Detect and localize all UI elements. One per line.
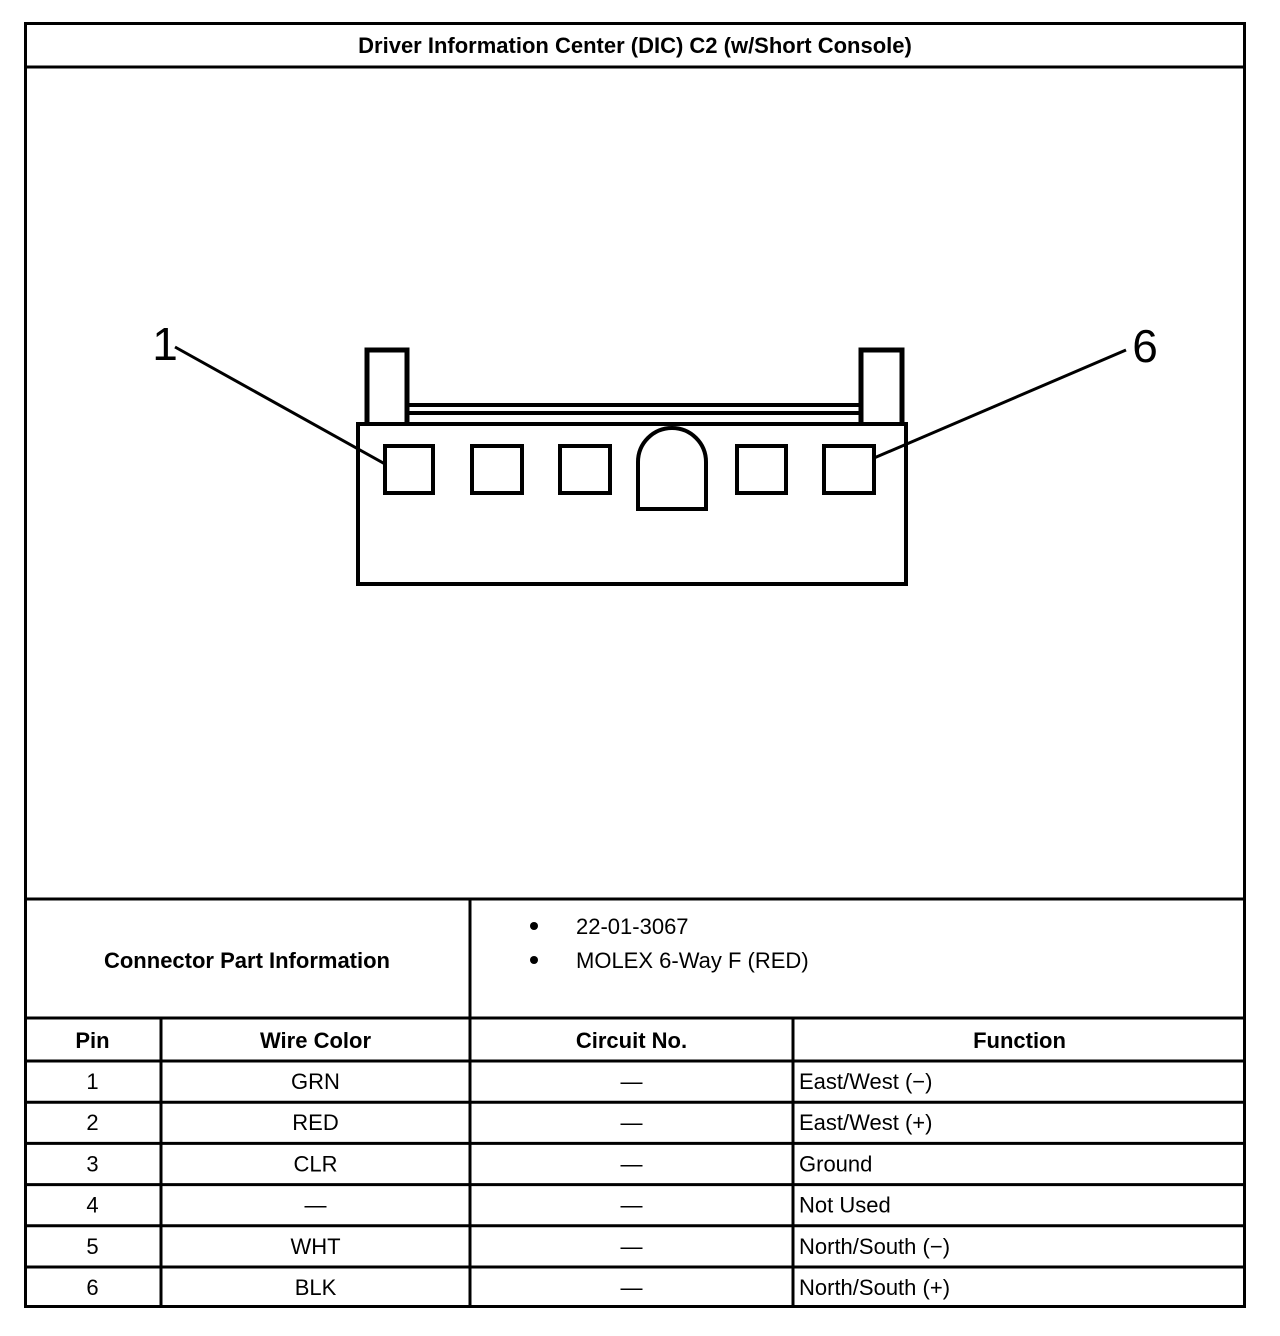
table-cell: East/West (−) (799, 1069, 932, 1094)
part-info-bullet-2 (530, 956, 538, 964)
connector-body (356, 422, 908, 586)
connector-sheet-svg: Driver Information Center (DIC) C2 (w/Sh… (24, 22, 1246, 1308)
table-cell: North/South (+) (799, 1275, 950, 1300)
table-cell: North/South (−) (799, 1234, 950, 1259)
table-cell: 4 (86, 1193, 98, 1218)
table-cell: — (621, 1234, 643, 1259)
part-info-item-2: MOLEX 6-Way F (RED) (576, 948, 809, 973)
table-cell: 5 (86, 1234, 98, 1259)
cavity-5 (735, 444, 788, 495)
cavity-6 (822, 444, 876, 495)
table-cell: — (621, 1069, 643, 1094)
connector-drawing: 1 6 (152, 318, 1158, 586)
table-cell: — (621, 1110, 643, 1135)
table-header-cell: Function (973, 1028, 1066, 1053)
table-cell: — (621, 1151, 643, 1176)
table-cell: — (621, 1193, 643, 1218)
callout-leader-6 (873, 348, 1127, 460)
table-cell: — (305, 1193, 327, 1218)
callout-label-1: 1 (152, 318, 178, 370)
part-info-item-1: 22-01-3067 (576, 914, 689, 939)
page-title: Driver Information Center (DIC) C2 (w/Sh… (358, 33, 912, 58)
table-header-cell: Wire Color (260, 1028, 371, 1053)
table-cell: 3 (86, 1151, 98, 1176)
table-header-cell: Pin (75, 1028, 109, 1053)
connector-sheet: Driver Information Center (DIC) C2 (w/Sh… (24, 22, 1246, 1308)
pin-table: Pin Wire Color Circuit No. Function 1 GRN — Eas… (24, 1018, 1246, 1308)
table-cell: Not Used (799, 1193, 891, 1218)
table-cell: 1 (86, 1069, 98, 1094)
table-cell: BLK (295, 1275, 337, 1300)
callout-leader-1 (174, 345, 386, 466)
table-cell: — (621, 1275, 643, 1300)
cavity-1 (383, 444, 435, 495)
table-cell: 6 (86, 1275, 98, 1300)
left-latch (364, 347, 410, 428)
table-cell: CLR (293, 1151, 337, 1176)
table-cell: GRN (291, 1069, 340, 1094)
right-latch (858, 347, 905, 428)
table-cell: East/West (+) (799, 1110, 932, 1135)
part-info-bullet-1 (530, 922, 538, 930)
table-cell: WHT (290, 1234, 340, 1259)
sheet-border (24, 22, 1246, 1308)
table-cell: RED (292, 1110, 338, 1135)
part-info-label: Connector Part Information (104, 948, 390, 973)
table-cell: Ground (799, 1151, 872, 1176)
cavity-3 (558, 444, 612, 495)
cavity-2 (470, 444, 524, 495)
latch-bar (405, 403, 863, 415)
callout-label-6: 6 (1132, 320, 1158, 372)
table-header-cell: Circuit No. (576, 1028, 687, 1053)
polarization-key (636, 426, 708, 511)
table-cell: 2 (86, 1110, 98, 1135)
